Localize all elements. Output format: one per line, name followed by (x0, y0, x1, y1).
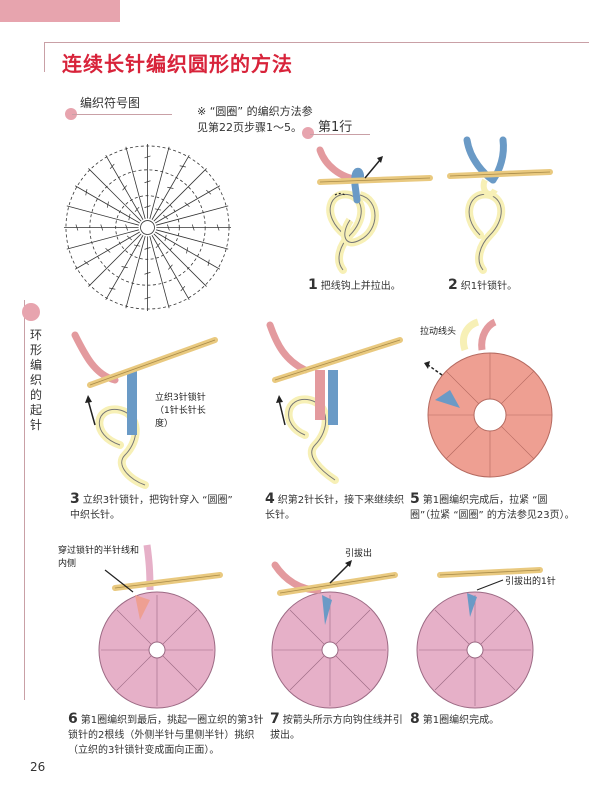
step2-illustration (447, 136, 553, 274)
page-corner-tab (0, 0, 120, 22)
header-rule-vertical (44, 42, 45, 72)
page-title: 连续长针编织圆形的方法 (62, 52, 293, 76)
crochet-symbol-chart (63, 143, 232, 312)
header-rule (44, 42, 589, 43)
sidebar-bullet (22, 303, 40, 321)
step7-annotation: 引拔出 (345, 549, 373, 559)
row-section-label: 第1行 (318, 120, 353, 135)
page-number: 26 (30, 760, 46, 774)
step6-illustration (98, 544, 223, 709)
step3-annotation: 立织3针锁针 （1针长针长度） (155, 393, 206, 429)
step5-illustration (424, 318, 553, 478)
chart-section-label: 编织符号图 (80, 96, 141, 110)
step8-annotation: 引拔出的1针 (505, 577, 556, 587)
row-section-rule (310, 134, 370, 135)
step7-illustration (271, 560, 398, 709)
step8-illustration (416, 567, 543, 709)
step6-annotation: 穿过锁针的半针线和内侧 (58, 546, 140, 569)
sidebar-label: 环形编织的起针 (30, 328, 43, 432)
chart-section-rule (72, 114, 172, 115)
step3-illustration (71, 331, 218, 489)
step1-illustration (316, 146, 433, 274)
step4-illustration (266, 321, 403, 484)
section-bullet (302, 127, 314, 139)
section-bullet (65, 108, 77, 120)
step5-annotation: 拉动线头 (420, 327, 457, 337)
reference-note: ※ “圆圈” 的编织方法参见第22页步骤1～5。 (197, 105, 313, 134)
sidebar-rule (24, 300, 25, 700)
